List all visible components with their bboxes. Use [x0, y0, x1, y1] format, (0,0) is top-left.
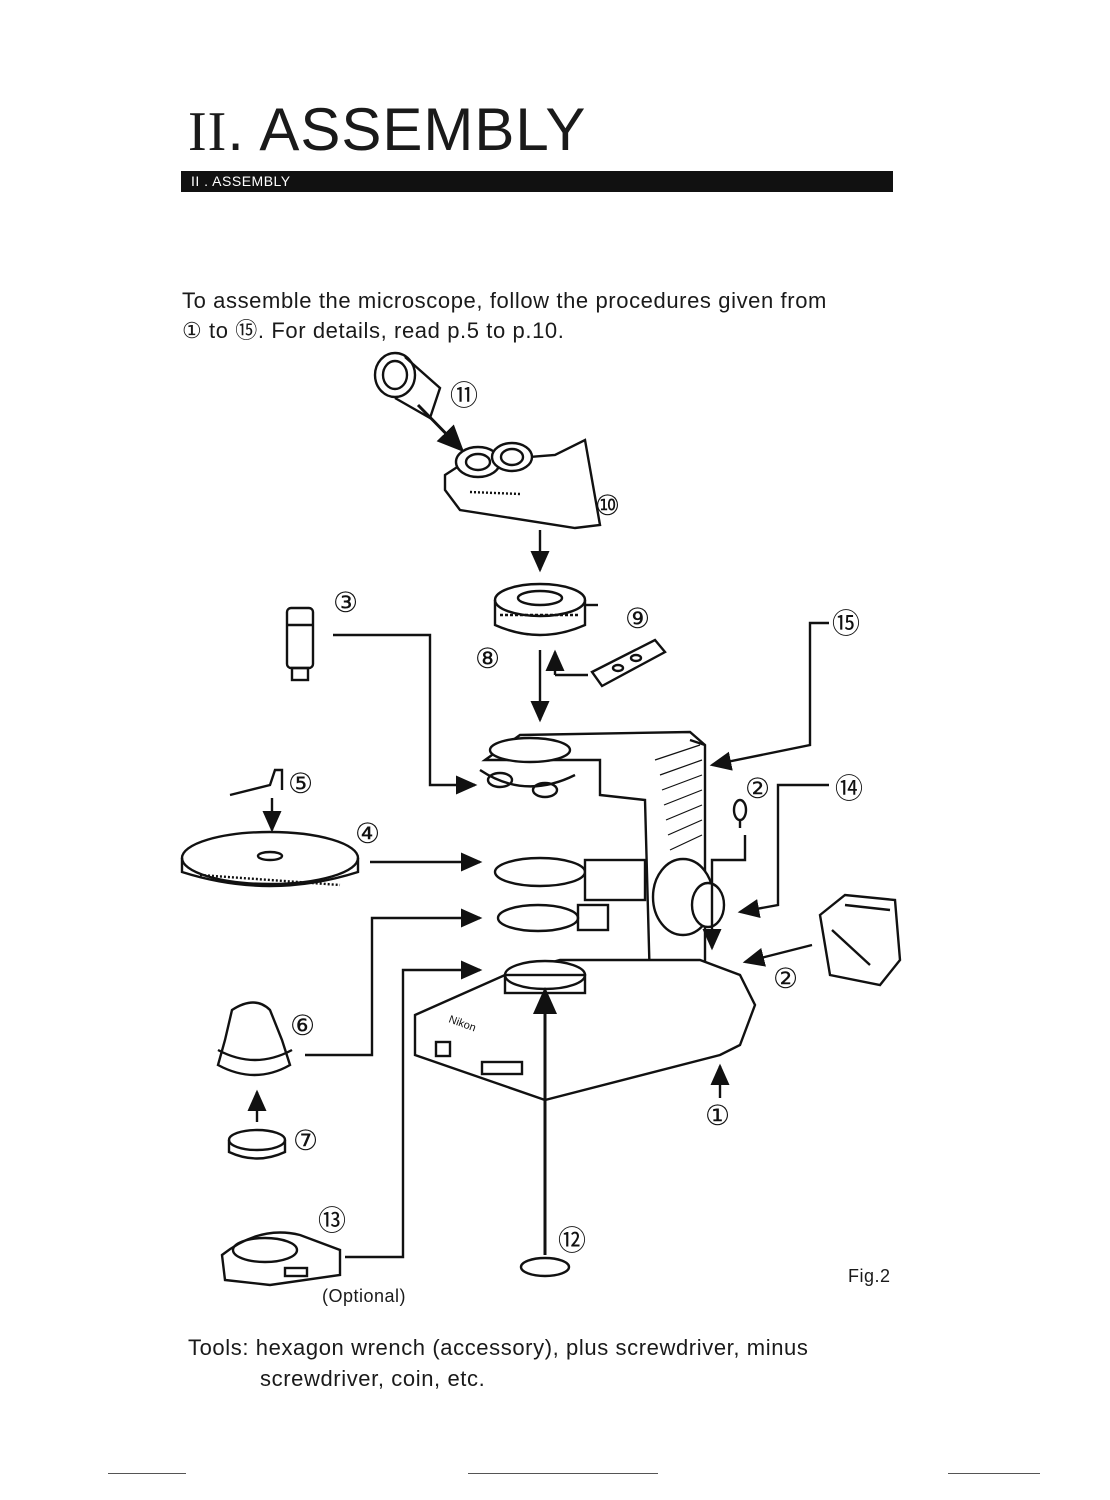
callout-12: ⑫: [558, 1225, 586, 1256]
callout-14: ⑭: [835, 773, 863, 804]
callout-3: ③: [333, 587, 358, 618]
footer-rule-right: [948, 1473, 1040, 1474]
binocular-head-drawing: [445, 440, 600, 570]
condenser-lens-drawing: [229, 1130, 285, 1159]
callout-10: ⑩: [595, 490, 620, 521]
objective-drawing: [287, 608, 475, 785]
callout-2b: ②: [773, 963, 798, 994]
callout-15: ⑮: [832, 608, 860, 639]
lamp-housing-drawing: [745, 895, 900, 985]
footer-rule-center: [468, 1473, 658, 1474]
intermediate-tube-drawing: [495, 584, 598, 720]
eyepiece-drawing: [375, 353, 462, 450]
tools-paragraph: Tools: hexagon wrench (accessory), plus …: [188, 1332, 808, 1394]
tools-line-2: screwdriver, coin, etc.: [188, 1363, 808, 1394]
callout-11: ⑪: [450, 380, 478, 411]
callout-7: ⑦: [293, 1125, 318, 1156]
callout-8: ⑧: [475, 643, 500, 674]
callout-1: ①: [705, 1100, 730, 1131]
callout-9: ⑨: [625, 603, 650, 634]
stage-drawing: [182, 770, 480, 886]
figure-caption: Fig.2: [848, 1266, 891, 1287]
footer-rule-left: [108, 1473, 186, 1474]
slider-drawing: [592, 640, 665, 686]
callout-2a: ②: [745, 773, 770, 804]
tools-line-1: Tools: hexagon wrench (accessory), plus …: [188, 1335, 808, 1360]
microscope-stand-drawing: Nikon: [415, 732, 755, 1100]
optional-note: (Optional): [322, 1286, 406, 1307]
arrow-14: [740, 785, 829, 912]
arrow-15: [712, 623, 829, 765]
callout-13: ⑬: [318, 1205, 346, 1236]
callout-6: ⑥: [290, 1010, 315, 1041]
callout-4: ④: [355, 818, 380, 849]
lamp-bulb-drawing: [712, 800, 746, 948]
callout-5: ⑤: [288, 768, 313, 799]
